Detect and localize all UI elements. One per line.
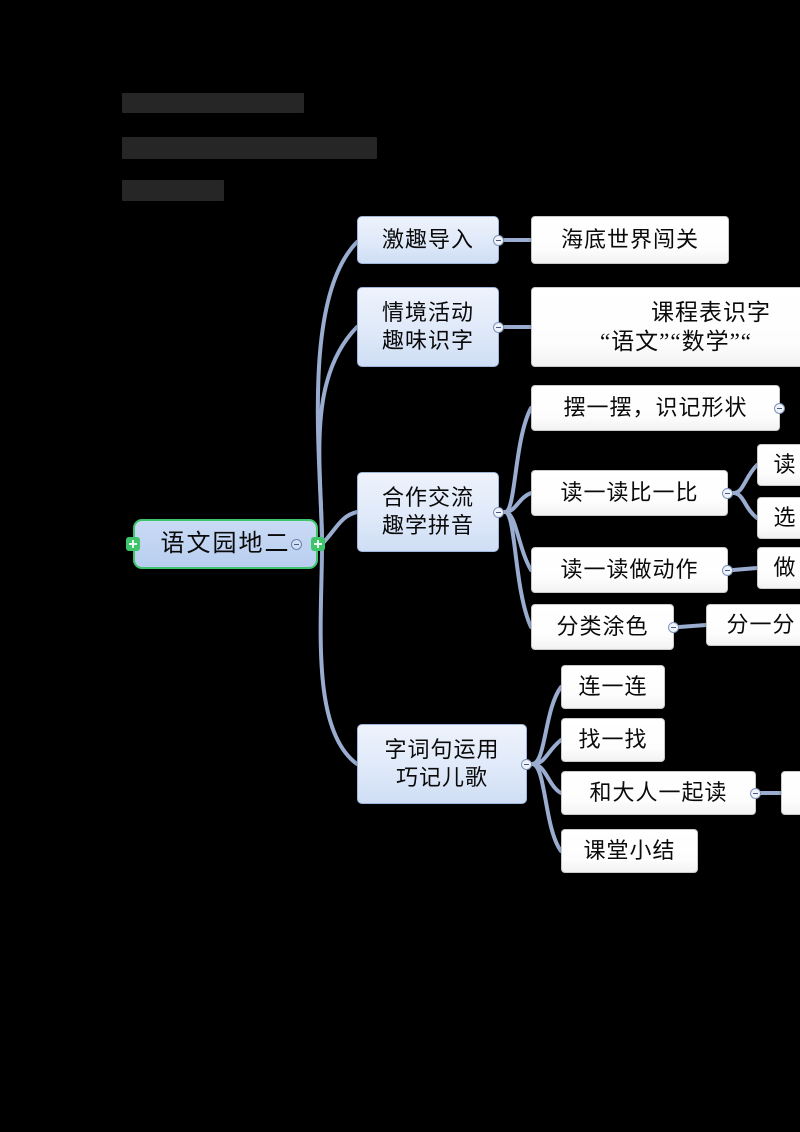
redacted-line-2: ██████████████████ (122, 137, 377, 159)
node-leaf-3-2-line-1: 读一读比一比 (560, 479, 699, 505)
node-branch-2-collapse-toggle[interactable] (493, 322, 504, 333)
root-collapse-toggle[interactable] (291, 539, 302, 550)
node-leaf-3-2-collapse-toggle[interactable] (722, 488, 733, 499)
node-leaf-2-1-line-2: “语文”“数学”“ (599, 329, 753, 354)
node-leaf-3-4-line-1: 分类涂色 (556, 613, 649, 639)
node-branch-2-line-2: 趣味识字 (381, 328, 474, 353)
node-leaf-3-3-1[interactable]: 做 (757, 547, 800, 589)
wire-b4-l4 (530, 762, 563, 853)
node-leaf-1-1[interactable]: 海底世界闯关 (531, 216, 729, 264)
root-expand-handle-right[interactable] (311, 537, 325, 551)
wire-b4-l1 (530, 685, 563, 766)
node-leaf-3-3[interactable]: 读一读做动作 (531, 547, 733, 593)
node-branch-1-line-1: 激趣导入 (381, 226, 474, 252)
node-leaf-4-1-line-1: 连一连 (578, 673, 648, 699)
node-leaf-4-3[interactable]: 和大人一起读 (561, 771, 761, 815)
wire-root-branch4 (318, 542, 359, 766)
node-leaf-3-1[interactable]: 摆一摆，识记形状 (531, 385, 785, 431)
wire-l34-c1 (677, 623, 708, 629)
node-branch-4-line-2: 巧记儿歌 (395, 765, 488, 790)
node-branch-1-collapse-toggle[interactable] (493, 235, 504, 246)
redacted-line-3: ██████ (122, 180, 224, 201)
wire-b3-l4 (503, 510, 533, 629)
node-branch-3-line-1: 合作交流 (381, 484, 474, 510)
wire-root-branch2 (317, 325, 359, 546)
node-leaf-4-4-line-1: 课堂小结 (583, 837, 676, 863)
node-leaf-1-1-line-1: 海底世界闯关 (560, 226, 699, 252)
node-leaf-2-1-line-1: 课程表识字 (651, 299, 771, 325)
node-leaf-4-3-line-1: 和大人一起读 (589, 779, 728, 805)
node-root[interactable]: 语文园地二 (126, 519, 325, 569)
node-leaf-3-3-line-1: 读一读做动作 (560, 556, 699, 582)
node-leaf-3-2-2[interactable]: 选 (757, 497, 800, 539)
node-leaf-3-4-1-line-1: 分一分 (726, 611, 796, 637)
node-branch-3-line-2: 趣学拼音 (381, 513, 474, 538)
wire-root-branch3 (320, 510, 359, 546)
node-leaf-4-3-1[interactable] (781, 771, 800, 815)
wire-l32-c2 (731, 491, 759, 520)
node-leaf-3-1-collapse-toggle[interactable] (774, 403, 785, 414)
node-leaf-4-2-line-1: 找一找 (578, 726, 648, 752)
node-branch-3-collapse-toggle[interactable] (493, 507, 504, 518)
node-branch-1[interactable]: 激趣导入 (357, 216, 504, 264)
node-branch-4-collapse-toggle[interactable] (521, 759, 532, 770)
node-leaf-3-2[interactable]: 读一读比一比 (531, 470, 733, 516)
node-branch-4-line-1: 字词句运用 (384, 736, 500, 762)
node-leaf-3-2-1-line-1: 读 (773, 451, 797, 477)
node-leaf-4-4[interactable]: 课堂小结 (561, 829, 698, 873)
node-leaf-4-1[interactable]: 连一连 (561, 665, 665, 709)
node-leaf-3-4-collapse-toggle[interactable] (668, 622, 679, 633)
root-expand-handle-left[interactable] (126, 537, 140, 551)
wire-l32-c1 (731, 463, 759, 495)
node-leaf-4-3-collapse-toggle[interactable] (750, 788, 761, 799)
node-leaf-2-1[interactable]: 课程表识字 “语文”“数学”“ (531, 287, 800, 367)
node-branch-2-line-1: 情境活动 (381, 299, 474, 325)
node-leaf-3-2-1[interactable]: 读 (757, 444, 800, 486)
node-leaf-3-3-collapse-toggle[interactable] (722, 565, 733, 576)
node-leaf-3-2-2-line-1: 选 (773, 504, 797, 530)
node-branch-4[interactable]: 字词句运用 巧记儿歌 (357, 724, 532, 804)
node-leaf-3-4-1[interactable]: 分一分 (706, 604, 800, 646)
redacted-line-1: ████████████████ (122, 93, 304, 113)
node-branch-2[interactable]: 情境活动 趣味识字 (357, 287, 504, 367)
node-branch-3[interactable]: 合作交流 趣学拼音 (357, 472, 504, 552)
node-root-label: 语文园地二 (160, 530, 291, 557)
wire-l33-c1 (731, 566, 759, 572)
node-leaf-4-2[interactable]: 找一找 (561, 718, 665, 762)
node-leaf-3-4[interactable]: 分类涂色 (531, 604, 679, 650)
node-leaf-3-3-1-line-1: 做 (773, 554, 797, 580)
node-leaf-3-1-line-1: 摆一摆，识记形状 (563, 394, 748, 420)
